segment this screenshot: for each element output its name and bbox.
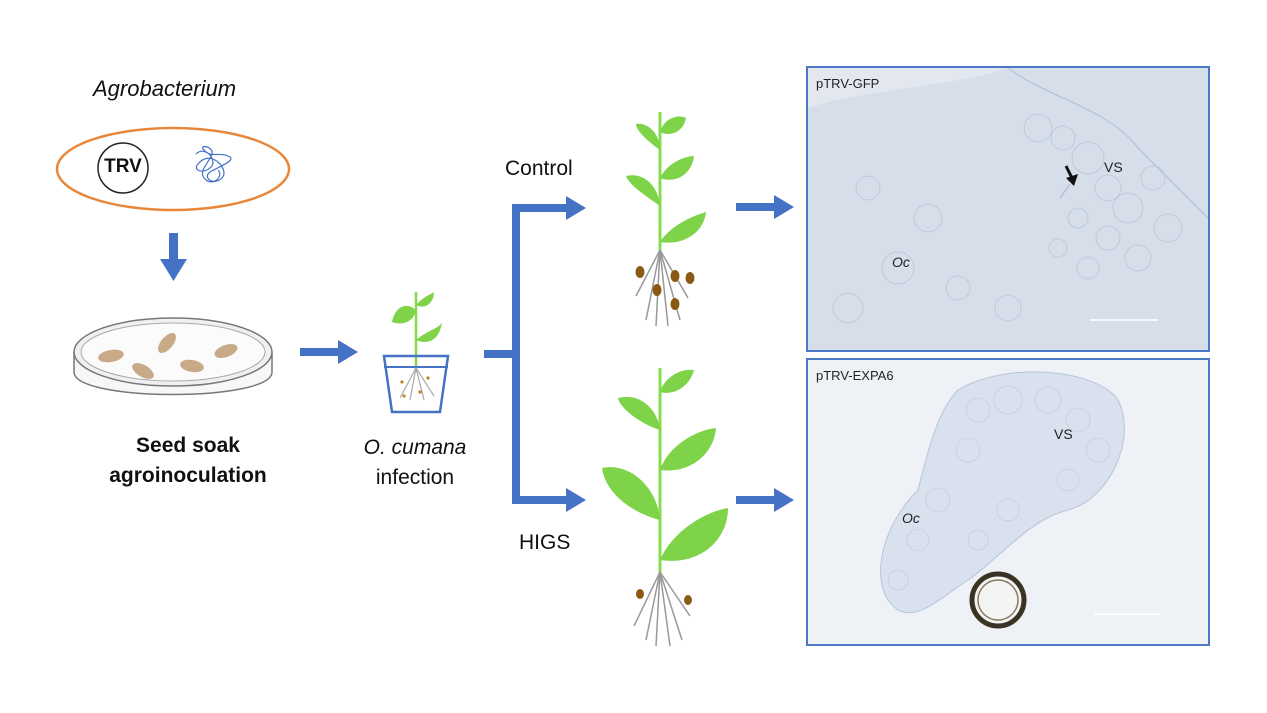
infection-step-line1: O. cumana	[363, 436, 467, 459]
higs-label: HIGS	[519, 531, 571, 554]
panel-gfp-oc-label: Oc	[892, 254, 910, 270]
seed-step-label: Seed soak agroinoculation	[88, 431, 288, 491]
panel-expa6-oc-label: Oc	[902, 510, 920, 526]
micrograph-expa6-image	[808, 360, 1208, 644]
control-label: Control	[505, 157, 573, 180]
potted-seedling-icon	[382, 292, 450, 414]
control-plant-icon	[626, 112, 706, 327]
panel-expa6-title: pTRV-EXPA6	[816, 368, 894, 383]
higs-plant-icon	[602, 368, 728, 647]
micrograph-gfp-image	[808, 68, 1208, 350]
arrow-right-to-bottom-panel-icon	[736, 488, 794, 512]
arrow-right-icon	[300, 340, 358, 364]
seed-step-line2: agroinoculation	[109, 464, 267, 487]
arrow-pointer-icon	[1064, 165, 1078, 186]
arrow-right-to-top-panel-icon	[736, 195, 794, 219]
micrograph-panel-gfp: pTRV-GFP VS Oc	[806, 66, 1210, 352]
petri-dish-icon	[73, 317, 273, 396]
agrobacterium-cell	[55, 126, 291, 212]
agrobacterium-label: Agrobacterium	[93, 76, 237, 101]
arrow-down-icon	[160, 233, 187, 281]
panel-expa6-vs-label: VS	[1054, 426, 1073, 442]
panel-gfp-vs-label: VS	[1104, 159, 1123, 175]
trv-label: TRV	[104, 156, 142, 177]
infection-step-line2: infection	[375, 466, 455, 489]
branch-arrows	[484, 196, 586, 512]
seed-step-line1: Seed soak	[136, 434, 240, 457]
infection-step-label: O. cumana infection	[340, 433, 490, 493]
trv-circle	[97, 142, 149, 194]
plasmid-squiggle-icon	[195, 145, 232, 183]
panel-gfp-title: pTRV-GFP	[816, 76, 880, 91]
micrograph-panel-expa6: pTRV-EXPA6 VS Oc	[806, 358, 1210, 646]
